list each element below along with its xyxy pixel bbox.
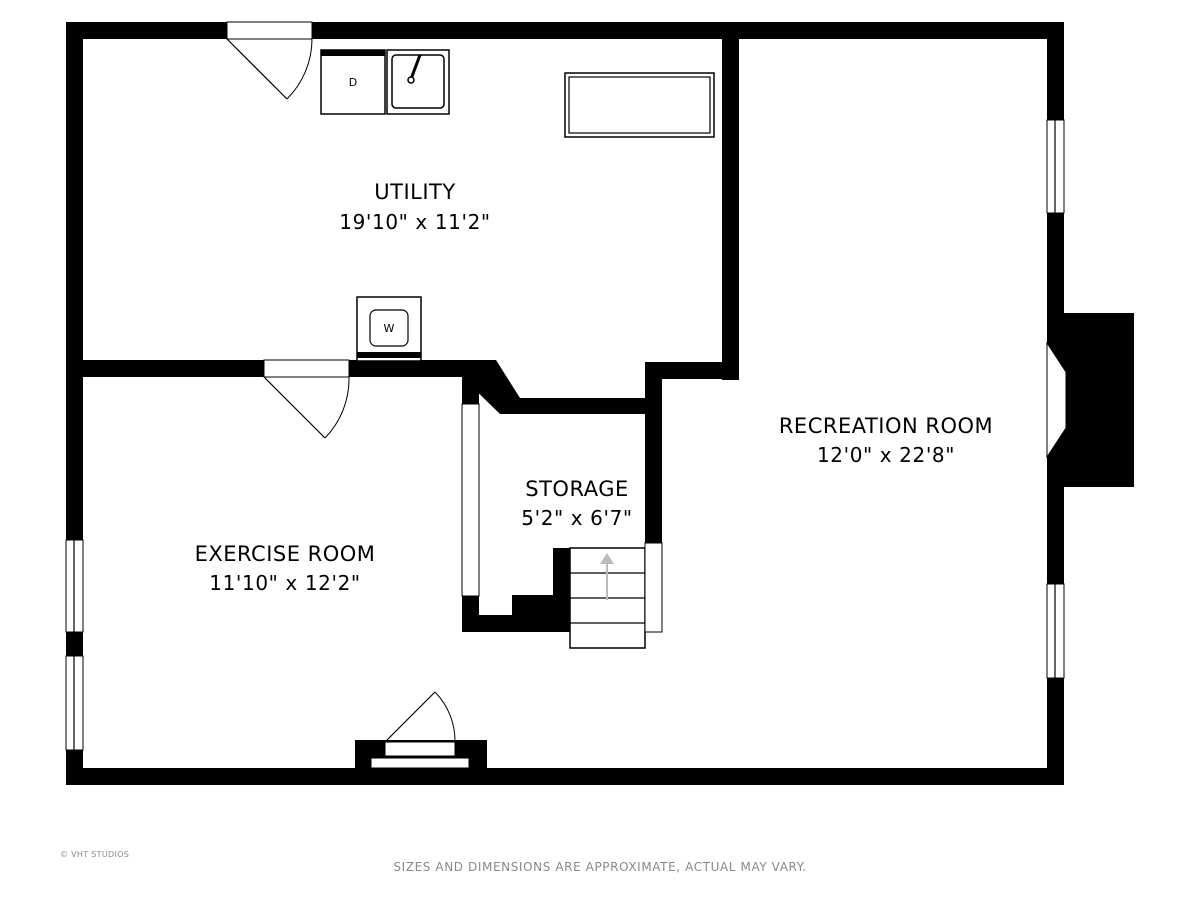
entry-door-swing [434, 691, 456, 743]
dryer [320, 49, 386, 115]
exercise-door-swing [324, 376, 350, 439]
utility-east-wall [722, 22, 739, 380]
sink-basin [391, 54, 445, 109]
north-wall [66, 22, 1064, 39]
stair-west-wall [553, 548, 570, 632]
hearth [1046, 341, 1067, 459]
studio-credit: © VHT STUDIOS [60, 850, 130, 859]
up-arrow-icon [600, 553, 614, 564]
utility-door-leaf [226, 38, 288, 100]
storage-room-name: STORAGE [525, 477, 628, 501]
utility-room-dimensions: 19'10" x 11'2" [339, 210, 490, 234]
windows [65, 119, 1065, 751]
storage-west-partition [461, 403, 480, 597]
staircase [569, 542, 663, 649]
exercise-door-leaf [263, 376, 326, 439]
utility-south-wall-east [645, 362, 739, 379]
entry-threshold [370, 757, 470, 769]
room-labels: UTILITY 19'10" x 11'2" RECREATION ROOM 1… [195, 180, 993, 595]
washer [356, 296, 422, 362]
stair-rail [644, 542, 663, 633]
chimney [1063, 313, 1134, 487]
washer-label: W [384, 322, 395, 335]
entry-door-leaf [384, 691, 436, 743]
dryer-label: D [349, 76, 357, 89]
disclaimer-text: SIZES AND DIMENSIONS ARE APPROXIMATE, AC… [393, 860, 807, 874]
faucet-icon [409, 54, 422, 80]
fixtures: D W [320, 49, 715, 362]
storage-north-wall [500, 398, 662, 414]
exercise-room-name: EXERCISE ROOM [195, 542, 376, 566]
recreation-room-name: RECREATION ROOM [779, 414, 993, 438]
entry-door-frame [384, 741, 456, 757]
utility-door-swing [286, 38, 313, 100]
storage-east-wall [645, 362, 662, 547]
utility-shelf [564, 72, 715, 138]
exercise-room-dimensions: 11'10" x 12'2" [209, 571, 360, 595]
fireplace [1046, 313, 1134, 487]
doors [226, 21, 487, 785]
storage-room-dimensions: 5'2" x 6'7" [521, 506, 632, 530]
recreation-room-dimensions: 12'0" x 22'8" [817, 443, 955, 467]
utility-room-name: UTILITY [374, 180, 455, 204]
storage-west-wall-top [462, 360, 479, 404]
south-wall [66, 768, 1064, 785]
